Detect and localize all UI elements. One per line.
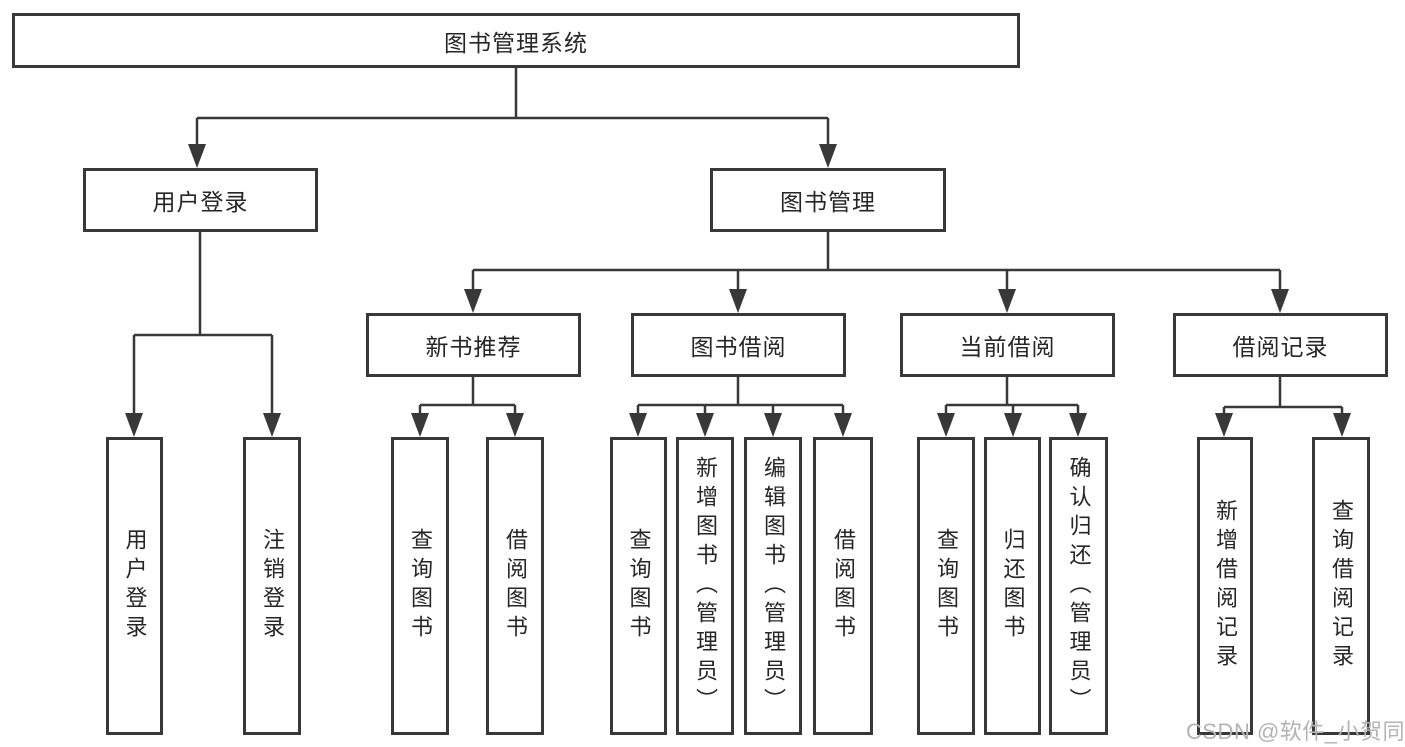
arrowheads: [125, 144, 1351, 437]
node-new-book-recommend-label: 新书推荐: [425, 334, 522, 360]
node-book-borrowing: 图书借阅: [631, 313, 846, 377]
leaf-query-borrow-record-label: 查询借阅记录: [1329, 499, 1354, 673]
leaf-borrowing-query-book: 查询图书: [610, 437, 667, 735]
leaf-add-book-admin-label: 新增图书（管理员）: [693, 455, 718, 717]
leaf-user-login: 用户登录: [106, 437, 163, 735]
leaf-confirm-return-admin-label: 确认归还（管理员）: [1066, 455, 1092, 717]
node-book-management-label: 图书管理: [780, 189, 876, 215]
leaf-recommend-query-book-label: 查询图书: [408, 528, 433, 644]
leaf-add-borrow-record-label: 新增借阅记录: [1213, 499, 1238, 673]
node-borrow-records: 借阅记录: [1173, 313, 1388, 377]
leaf-recommend-borrow-book-label: 借阅图书: [503, 528, 528, 644]
node-borrow-records-label: 借阅记录: [1232, 334, 1329, 360]
node-library-system: 图书管理系统: [12, 13, 1020, 68]
leaf-current-query-book: 查询图书: [917, 437, 975, 735]
leaf-recommend-borrow-book: 借阅图书: [486, 437, 544, 735]
leaf-borrowing-query-book-label: 查询图书: [626, 528, 652, 644]
node-current-borrowing: 当前借阅: [900, 313, 1115, 377]
leaf-query-borrow-record: 查询借阅记录: [1312, 437, 1370, 735]
leaf-edit-book-admin: 编辑图书（管理员）: [744, 437, 802, 735]
leaf-logout-label: 注销登录: [260, 528, 285, 644]
leaf-return-book: 归还图书: [984, 437, 1041, 735]
node-book-management: 图书管理: [710, 168, 946, 232]
node-user-login-label: 用户登录: [152, 189, 249, 215]
node-user-login: 用户登录: [83, 168, 318, 232]
csdn-watermark: CSDN @软件_小贺同学: [1186, 719, 1405, 744]
leaf-current-query-book-label: 查询图书: [934, 528, 959, 644]
leaf-edit-book-admin-label: 编辑图书（管理员）: [761, 455, 786, 717]
leaf-add-book-admin: 新增图书（管理员）: [676, 437, 734, 735]
leaf-add-borrow-record: 新增借阅记录: [1197, 437, 1253, 735]
leaf-logout: 注销登录: [243, 437, 301, 735]
leaf-borrowing-borrow-book: 借阅图书: [813, 437, 873, 735]
node-current-borrowing-label: 当前借阅: [959, 334, 1056, 360]
leaf-borrowing-borrow-book-label: 借阅图书: [831, 528, 856, 644]
leaf-return-book-label: 归还图书: [1000, 528, 1026, 644]
node-new-book-recommend: 新书推荐: [366, 313, 581, 377]
node-library-system-label: 图书管理系统: [444, 29, 588, 56]
node-book-borrowing-label: 图书借阅: [690, 334, 787, 360]
leaf-confirm-return-admin: 确认归还（管理员）: [1049, 437, 1108, 735]
leaf-user-login-label: 用户登录: [122, 528, 148, 644]
leaf-recommend-query-book: 查询图书: [391, 437, 449, 735]
